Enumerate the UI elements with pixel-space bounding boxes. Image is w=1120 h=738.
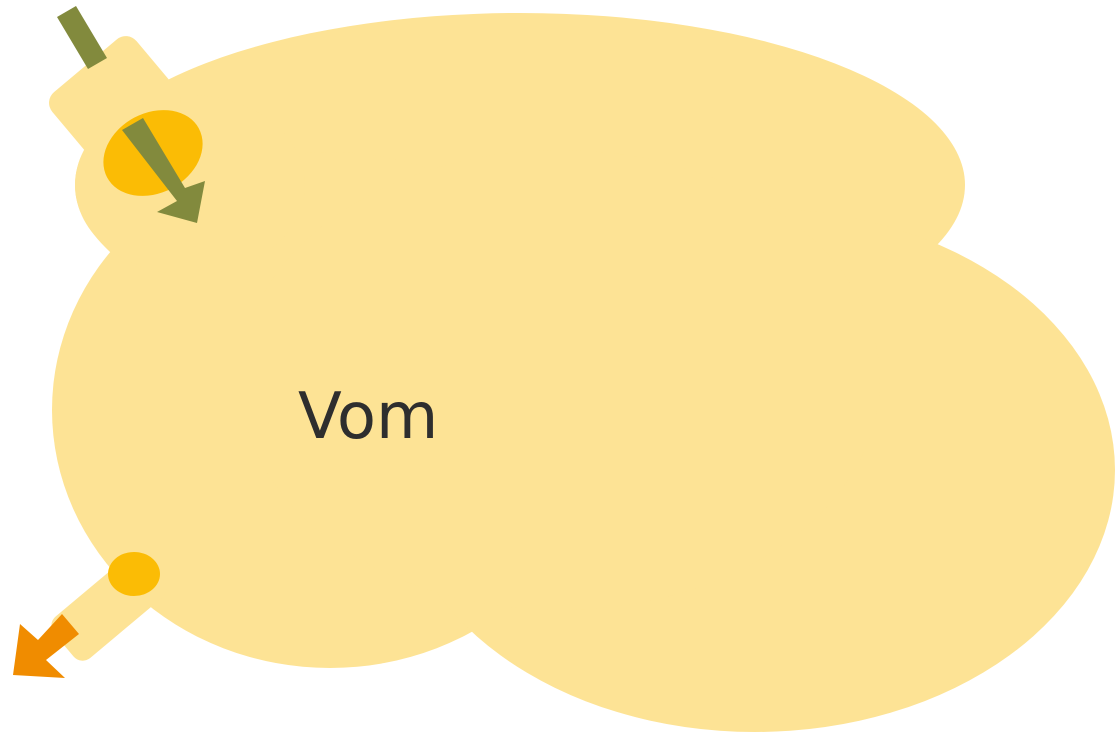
diagram-label: Vom (298, 380, 438, 454)
input-arrow (57, 6, 205, 223)
output-connector[interactable] (46, 548, 171, 665)
arrow-down-right-icon (57, 6, 107, 69)
arrow-down-left-icon (13, 614, 79, 678)
input-arrow-body (122, 118, 205, 223)
output-port[interactable] (108, 552, 160, 596)
input-connector-tab (49, 36, 181, 166)
cloud-body (52, 13, 1115, 732)
cloud-lobe-middle (240, 150, 880, 610)
